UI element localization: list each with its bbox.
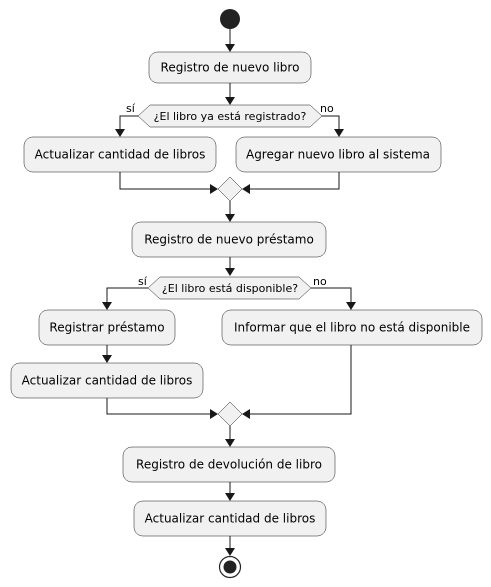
- arrowhead: [346, 302, 356, 310]
- edge-informar-to-merge: [248, 345, 352, 415]
- edge-agregar-to-merge: [248, 172, 340, 190]
- arrowhead: [225, 97, 235, 105]
- start-node: [220, 9, 240, 29]
- edge-decision-no-to-agregar: [322, 115, 340, 131]
- decision-question: ¿El libro está disponible?: [162, 282, 298, 295]
- action-registrar-prestamo: Registrar préstamo: [38, 309, 176, 346]
- edge-decision-yes-to-actualizar: [119, 115, 138, 131]
- action-label: Informar que el libro no está disponible: [234, 321, 470, 335]
- arrowhead: [210, 409, 218, 419]
- edges: [102, 28, 356, 556]
- arrowhead: [225, 548, 235, 556]
- action-informar-no-disponible: Informar que el libro no está disponible: [221, 309, 483, 346]
- arrowhead: [225, 44, 235, 52]
- decision-libro-registrado: ¿El libro ya está registrado?: [137, 104, 323, 128]
- arrowhead: [225, 268, 235, 276]
- decision-libro-disponible: ¿El libro está disponible?: [147, 276, 312, 300]
- action-label: Registro de nuevo préstamo: [144, 233, 314, 247]
- decision-no-label: no: [313, 275, 327, 288]
- edge-decision2-no-to-informar: [311, 287, 352, 304]
- action-agregar-nuevo-libro: Agregar nuevo libro al sistema: [235, 136, 442, 173]
- decision-question: ¿El libro ya está registrado?: [154, 110, 307, 123]
- action-label: Registro de devolución de libro: [136, 458, 322, 472]
- action-actualizar-cantidad-2: Actualizar cantidad de libros: [10, 362, 204, 399]
- action-actualizar-cantidad-1: Actualizar cantidad de libros: [23, 136, 217, 173]
- edge-actualizar2-to-merge: [106, 398, 212, 415]
- arrowhead: [242, 184, 250, 194]
- action-label: Actualizar cantidad de libros: [22, 374, 193, 388]
- decision-yes-label: sí: [138, 275, 148, 288]
- arrowhead: [225, 439, 235, 447]
- arrowhead: [102, 302, 112, 310]
- action-label: Actualizar cantidad de libros: [145, 512, 316, 526]
- end-node: [218, 555, 242, 579]
- arrowhead: [225, 493, 235, 501]
- arrowhead: [115, 129, 125, 137]
- arrowhead: [210, 184, 218, 194]
- arrowhead: [102, 355, 112, 363]
- merge-node-1: [217, 176, 243, 202]
- action-label: Agregar nuevo libro al sistema: [246, 148, 430, 162]
- action-registro-nuevo-prestamo: Registro de nuevo préstamo: [131, 221, 327, 258]
- arrowhead: [225, 214, 235, 222]
- arrowhead: [334, 129, 344, 137]
- action-registro-nuevo-libro: Registro de nuevo libro: [148, 51, 312, 84]
- edge-actualizar-to-merge: [119, 172, 212, 190]
- decision-yes-label: sí: [126, 102, 136, 115]
- edge-decision2-yes-to-registrar: [106, 287, 148, 304]
- arrowhead: [242, 409, 250, 419]
- action-registro-devolucion: Registro de devolución de libro: [122, 446, 336, 483]
- action-label: Registrar préstamo: [49, 321, 164, 335]
- action-actualizar-cantidad-3: Actualizar cantidad de libros: [133, 500, 327, 537]
- action-label: Actualizar cantidad de libros: [35, 148, 206, 162]
- decision-no-label: no: [320, 102, 334, 115]
- merge-node-2: [217, 401, 243, 427]
- action-label: Registro de nuevo libro: [161, 61, 300, 75]
